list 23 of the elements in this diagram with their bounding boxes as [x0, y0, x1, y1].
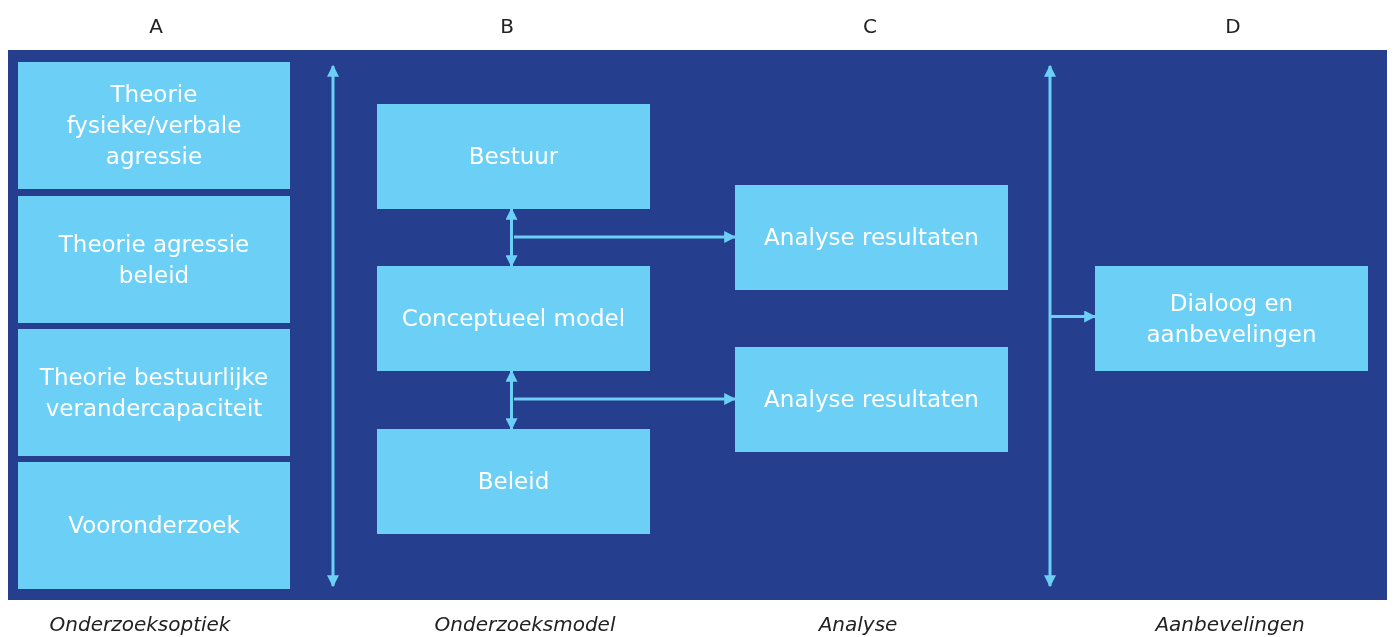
process-box: Vooronderzoek [18, 462, 290, 589]
arrow [505, 207, 518, 268]
process-box: Beleid [377, 429, 650, 534]
column-letter: B [500, 14, 514, 38]
process-box: Theorie agressie beleid [18, 196, 290, 323]
arrow [505, 369, 518, 431]
column-caption: Onderzoeksmodel [434, 612, 616, 636]
process-box: Conceptueel model [377, 266, 650, 371]
column-letter: A [149, 14, 163, 38]
column-caption: Onderzoeksoptiek [49, 612, 231, 636]
process-box: Analyse resultaten [735, 347, 1008, 452]
arrow [1050, 310, 1097, 323]
process-box: Bestuur [377, 104, 650, 209]
column-caption: Aanbevelingen [1155, 612, 1305, 636]
column-letter: D [1225, 14, 1241, 38]
arrow [514, 393, 737, 405]
column-caption: Analyse [818, 612, 898, 636]
arrow [514, 231, 737, 243]
process-box: Theorie bestuurlijke verandercapaciteit [18, 329, 290, 456]
process-box: Theorie fysieke/verbale agressie [18, 62, 290, 189]
process-box: Analyse resultaten [735, 185, 1008, 290]
column-letter: C [863, 14, 877, 38]
process-box: Dialoog en aanbevelingen [1095, 266, 1368, 371]
